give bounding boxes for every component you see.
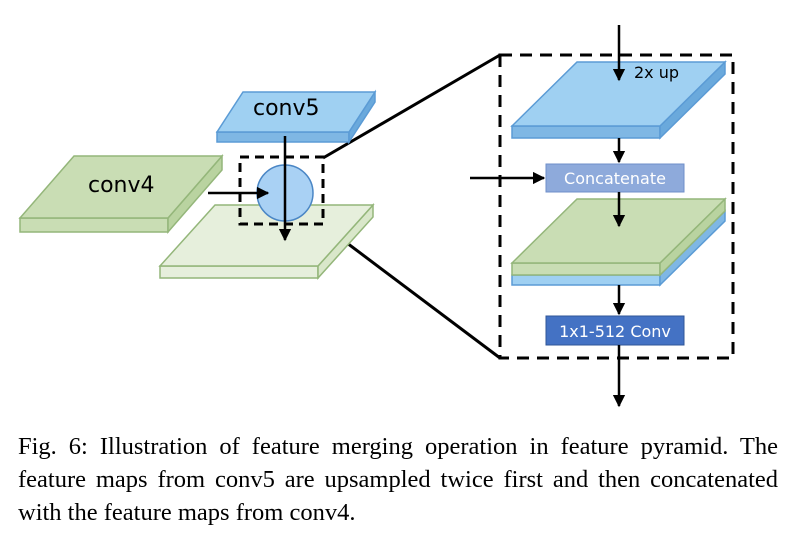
zoom-detail-dashed-box [498,53,735,360]
feature-merging-diagram: conv4 conv5 2x up Concatenate 1x1-512 [18,25,735,408]
concatenate-box [545,163,685,193]
zoom-line-top [322,53,501,160]
conv4-slab [18,153,224,235]
conv4-label: conv4 [88,173,155,198]
conv5-slab [215,89,377,145]
conv-label: 1x1-512 Conv [559,322,671,341]
zoom-line-bottom [322,223,501,360]
upsampled-slab [510,60,727,140]
output-slab [158,203,375,280]
conv5-label: conv5 [253,96,320,121]
figure-caption: Fig. 6: Illustration of feature merging … [18,433,778,526]
upsample-label: 2x up [634,63,679,82]
concatenate-label: Concatenate [564,169,666,188]
conv-box [545,315,685,346]
concatenated-slab [510,197,727,287]
